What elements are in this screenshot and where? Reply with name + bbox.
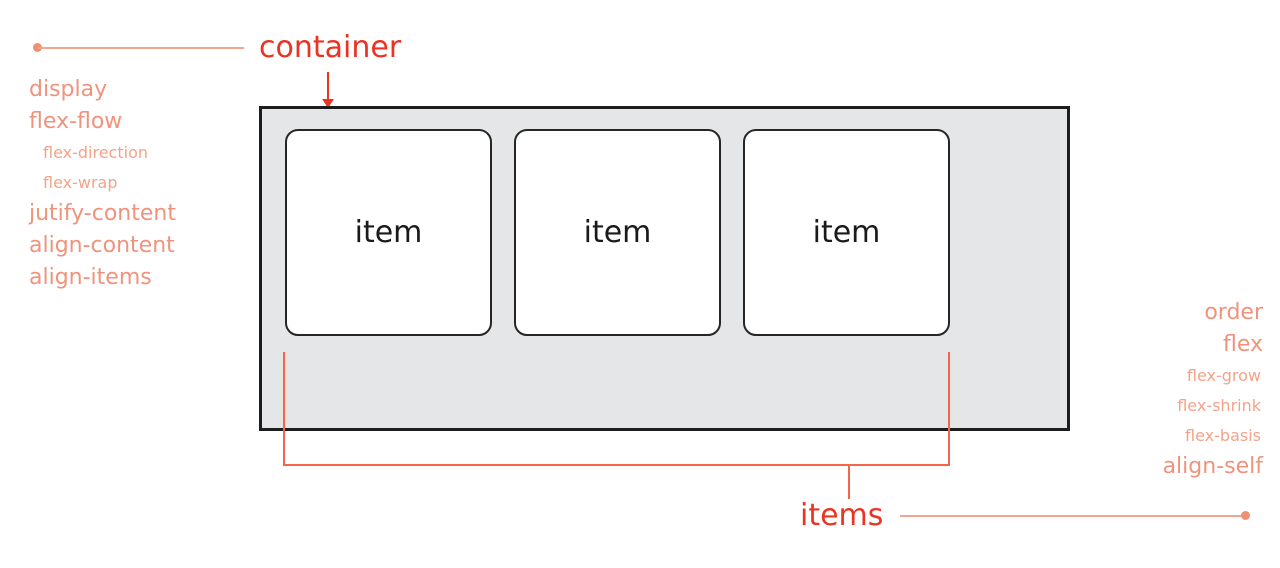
property-display: display	[29, 77, 108, 102]
property-justify-content: jutify-content	[29, 201, 176, 226]
flex-item-3-label: item	[812, 215, 881, 250]
property-flex-wrap: flex-wrap	[43, 173, 118, 192]
items-bracket-left-arm	[283, 352, 285, 466]
container-leader-dot	[33, 43, 42, 52]
property-align-content: align-content	[29, 233, 175, 258]
items-bracket-stem	[848, 464, 850, 499]
flex-item-1: item	[285, 129, 492, 336]
property-order: order	[1204, 300, 1263, 325]
flex-item-1-label: item	[354, 215, 423, 250]
flex-container-box: item item item	[259, 106, 1070, 431]
property-flex-shrink: flex-shrink	[1177, 396, 1261, 415]
property-flex-basis: flex-basis	[1185, 426, 1261, 445]
property-flex-grow: flex-grow	[1186, 366, 1261, 385]
items-bracket-right-arm	[948, 352, 950, 466]
container-arrow-shaft	[327, 72, 329, 102]
items-bracket-span	[283, 464, 950, 466]
item-property-list: order flex flex-grow flex-shrink flex-ba…	[1125, 297, 1263, 483]
flex-item-2-label: item	[583, 215, 652, 250]
items-leader-line	[900, 515, 1245, 517]
flex-item-2: item	[514, 129, 721, 336]
flex-item-3: item	[743, 129, 950, 336]
items-leader-dot	[1241, 511, 1250, 520]
container-label: container	[259, 30, 402, 65]
property-flex-flow: flex-flow	[29, 109, 123, 134]
property-flex: flex	[1222, 332, 1263, 357]
items-label: items	[800, 498, 884, 533]
property-align-self: align-self	[1162, 454, 1263, 479]
property-flex-direction: flex-direction	[43, 143, 148, 162]
property-align-items: align-items	[29, 265, 152, 290]
container-arrow-head-icon	[322, 99, 334, 108]
container-property-list: display flex-flow flex-direction flex-wr…	[29, 74, 259, 294]
container-leader-line	[38, 47, 244, 49]
